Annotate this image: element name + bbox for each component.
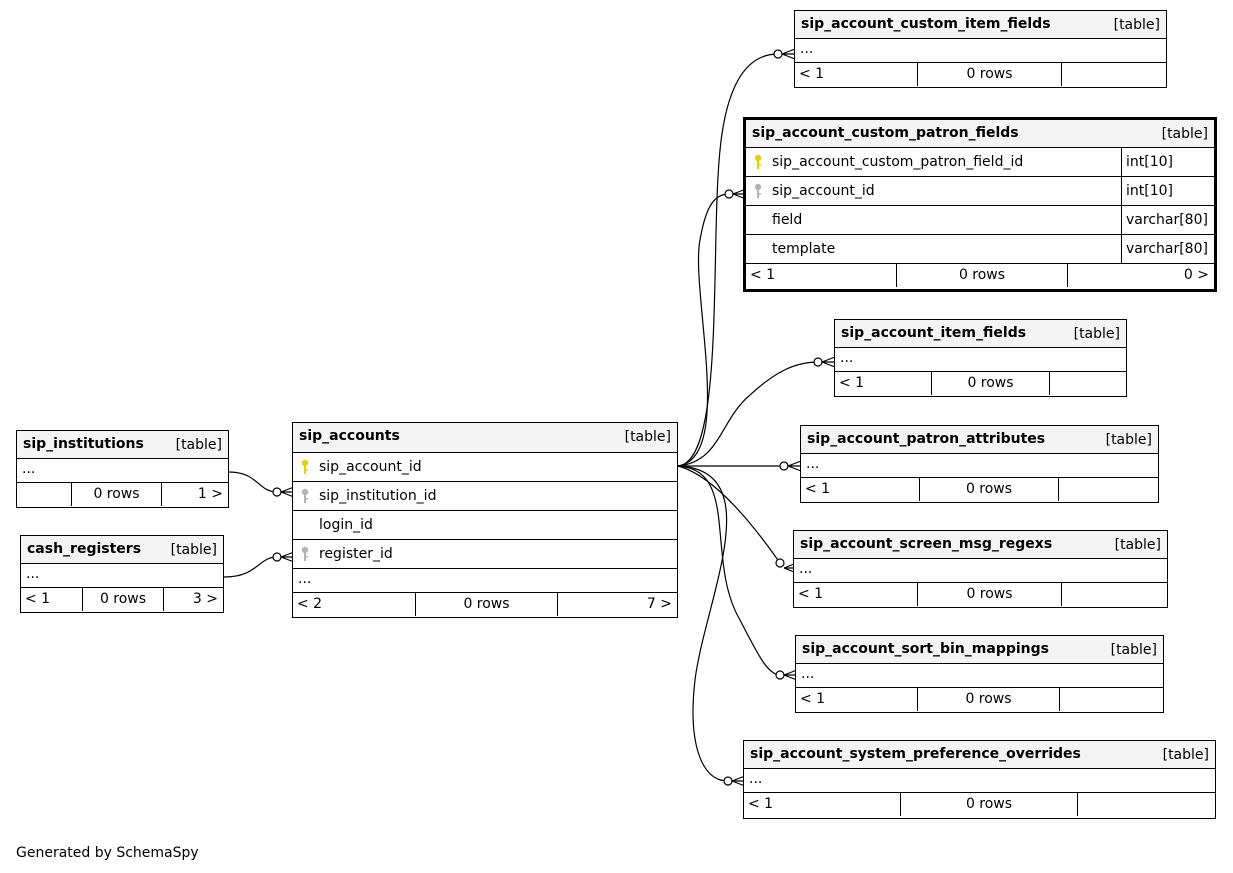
table-sip-account-custom-patron-fields[interactable]: sip_account_custom_patron_fields[table] … xyxy=(743,117,1217,292)
parents-count[interactable]: < 1 xyxy=(798,586,824,602)
table-sip-account-system-preference-overrides[interactable]: sip_account_system_preference_overrides [… xyxy=(743,740,1216,819)
relationship-line xyxy=(677,465,781,676)
optional-marker-icon xyxy=(723,776,733,786)
more-columns-ellipsis: ... xyxy=(806,456,820,472)
table-name: sip_account_system_preference_overrides xyxy=(750,746,1081,762)
table-name: sip_account_screen_msg_regexs xyxy=(800,536,1053,552)
row-count: 0 rows xyxy=(99,591,147,607)
table-type-label: [table] xyxy=(1161,126,1208,142)
primary-key-icon xyxy=(301,459,309,474)
column-name: sip_institution_id xyxy=(319,488,437,504)
table-type-label: [table] xyxy=(1073,326,1120,342)
column-name: register_id xyxy=(319,546,393,562)
table-sip-account-sort-bin-mappings[interactable]: sip_account_sort_bin_mappings [table] ...… xyxy=(795,635,1164,713)
row-count: 0 rows xyxy=(93,486,140,502)
optional-marker-icon xyxy=(775,558,785,568)
relationship-line xyxy=(677,193,730,467)
row-count: 0 rows xyxy=(965,481,1013,497)
parents-count[interactable]: < 1 xyxy=(805,481,831,497)
table-type-label: [table] xyxy=(175,437,222,453)
relationship-line xyxy=(677,361,819,467)
table-name: sip_account_patron_attributes xyxy=(807,431,1046,447)
foreign-key-icon xyxy=(754,183,762,198)
table-name: cash_registers xyxy=(27,541,142,557)
column-name: template xyxy=(772,241,836,257)
row-count: 0 rows xyxy=(958,267,1006,283)
optional-marker-icon xyxy=(775,670,785,680)
table-sip-account-screen-msg-regexs[interactable]: sip_account_screen_msg_regexs [table] ...… xyxy=(793,530,1168,608)
more-columns-ellipsis: ... xyxy=(749,771,763,787)
relationship-line xyxy=(677,465,729,782)
optional-marker-icon xyxy=(779,461,789,471)
table-name: sip_account_item_fields xyxy=(841,325,1027,341)
more-columns-ellipsis: ... xyxy=(801,666,815,682)
column-name: sip_account_custom_patron_field_id xyxy=(772,154,1024,170)
column-name: sip_account_id xyxy=(772,183,875,199)
children-count[interactable]: 7 > xyxy=(646,596,672,612)
more-columns-ellipsis: ... xyxy=(840,350,854,366)
column-name: login_id xyxy=(319,517,373,533)
more-columns-ellipsis: ... xyxy=(799,561,813,577)
table-cash-registers[interactable]: cash_registers [table] ... < 1 0 rows 3 > xyxy=(20,535,224,613)
parents-count[interactable]: < 1 xyxy=(748,796,774,812)
parents-count[interactable]: < 1 xyxy=(839,375,865,391)
column-type: varchar[80] xyxy=(1121,206,1214,234)
table-name: sip_accounts xyxy=(299,428,400,444)
table-type-label: [table] xyxy=(1105,432,1152,448)
table-type-label: [table] xyxy=(170,542,217,558)
table-type-label: [table] xyxy=(624,429,671,445)
table-sip-accounts[interactable]: sip_accounts [table] sip_account_id sip_i… xyxy=(292,422,678,618)
table-name: sip_account_custom_item_fields xyxy=(801,16,1051,32)
optional-marker-icon xyxy=(724,189,734,199)
table-name: sip_account_sort_bin_mappings xyxy=(802,641,1049,657)
children-count[interactable]: 3 > xyxy=(192,591,218,607)
more-columns-ellipsis: ... xyxy=(26,566,40,582)
children-count[interactable]: 1 > xyxy=(197,486,223,502)
optional-marker-icon xyxy=(272,552,282,562)
column-type: varchar[80] xyxy=(1121,235,1214,263)
row-count: 0 rows xyxy=(966,586,1013,602)
parents-count[interactable]: < 1 xyxy=(750,267,776,283)
table-name: sip_account_custom_patron_fields xyxy=(752,125,1019,141)
parents-count[interactable]: < 1 xyxy=(799,66,825,82)
column-type: int[10] xyxy=(1121,148,1214,176)
relationship-line xyxy=(228,471,278,493)
row-count: 0 rows xyxy=(966,66,1013,82)
table-sip-account-patron-attributes[interactable]: sip_account_patron_attributes [table] ...… xyxy=(800,425,1159,503)
table-type-label: [table] xyxy=(1110,642,1157,658)
row-count: 0 rows xyxy=(965,796,1013,812)
column-name: sip_account_id xyxy=(319,459,422,475)
table-sip-account-item-fields[interactable]: sip_account_item_fields [table] ... < 1 0… xyxy=(834,319,1127,397)
table-sip-account-custom-item-fields[interactable]: sip_account_custom_item_fields [table] ..… xyxy=(794,10,1167,88)
table-type-label: [table] xyxy=(1113,17,1160,33)
optional-marker-icon xyxy=(813,357,823,367)
optional-marker-icon xyxy=(773,49,783,59)
table-sip-institutions[interactable]: sip_institutions [table] ... 0 rows 1 > xyxy=(16,430,229,508)
primary-key-icon xyxy=(754,154,762,169)
optional-marker-icon xyxy=(272,487,282,497)
parents-count[interactable]: < 1 xyxy=(25,591,51,607)
table-type-label: [table] xyxy=(1114,537,1161,553)
more-columns-ellipsis: ... xyxy=(22,461,36,477)
table-type-label: [table] xyxy=(1162,747,1209,763)
foreign-key-icon xyxy=(301,546,309,561)
relationship-line xyxy=(677,465,781,564)
parents-count[interactable]: < 2 xyxy=(297,596,323,612)
row-count: 0 rows xyxy=(965,691,1012,707)
row-count: 0 rows xyxy=(967,375,1014,391)
more-columns-ellipsis: ... xyxy=(298,571,312,587)
parents-count[interactable]: < 1 xyxy=(800,691,826,707)
foreign-key-icon xyxy=(301,488,309,503)
column-name: field xyxy=(772,212,803,228)
column-type: int[10] xyxy=(1121,177,1214,205)
row-count: 0 rows xyxy=(463,596,510,612)
relationship-line xyxy=(223,556,278,578)
children-count[interactable]: 0 > xyxy=(1183,267,1209,283)
more-columns-ellipsis: ... xyxy=(800,41,814,57)
table-name: sip_institutions xyxy=(23,436,144,452)
generated-by-footer: Generated by SchemaSpy xyxy=(16,845,199,861)
